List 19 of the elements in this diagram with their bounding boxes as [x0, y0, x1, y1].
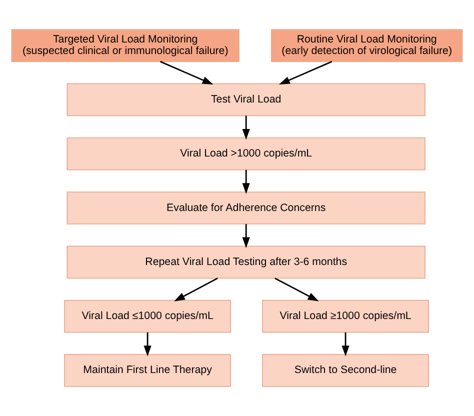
node-box: Maintain First Line Therapy	[64, 354, 231, 387]
node-box: Viral Load >1000 copies/mL	[66, 137, 426, 170]
arrow	[174, 278, 218, 302]
arrow	[274, 278, 319, 302]
node-box: Routine Viral Load Monitoring (early detection of virological failure)	[270, 29, 463, 62]
arrow	[242, 170, 250, 194]
node-box: Viral Load ≥1000 copies/mL	[262, 300, 429, 333]
node-box: Targeted Viral Load Monitoring (suspected clinical or immunological failure)	[11, 29, 240, 62]
node-box: Repeat Viral Load Testing after 3-6 months	[66, 246, 426, 279]
arrow	[144, 332, 152, 356]
arrow	[342, 332, 350, 356]
arrow	[242, 224, 250, 248]
node-box: Switch to Second-line	[262, 354, 429, 387]
arrow	[278, 60, 332, 85]
arrow	[242, 116, 250, 140]
node-box: Viral Load ≤1000 copies/mL	[64, 300, 231, 333]
arrow	[160, 60, 214, 85]
node-box: Test Viral Load	[66, 83, 426, 116]
node-box: Evaluate for Adherence Concerns	[66, 192, 426, 224]
